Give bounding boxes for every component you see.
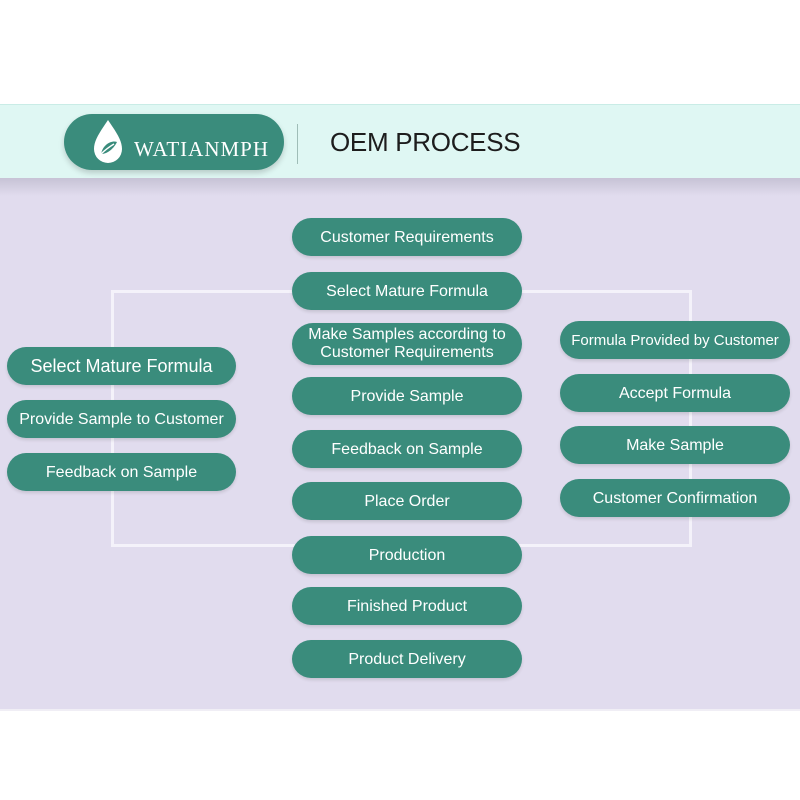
right-step-formula-provided-by-customer: Formula Provided by Customer: [560, 321, 790, 359]
step-make-samples: Make Samples according to Customer Requi…: [292, 323, 522, 365]
step-select-mature-formula: Select Mature Formula: [292, 272, 522, 310]
water-drop-leaf-icon: [94, 120, 122, 163]
left-step-feedback-on-sample: Feedback on Sample: [7, 453, 236, 491]
right-step-accept-formula: Accept Formula: [560, 374, 790, 412]
page-title: OEM PROCESS: [330, 127, 521, 157]
header-divider: [297, 124, 298, 164]
step-product-delivery: Product Delivery: [292, 640, 522, 678]
step-place-order: Place Order: [292, 482, 522, 520]
step-customer-requirements: Customer Requirements: [292, 218, 522, 256]
right-branch-connector: [518, 290, 692, 547]
step-finished-product: Finished Product: [292, 587, 522, 625]
right-step-customer-confirmation: Customer Confirmation: [560, 479, 790, 517]
left-step-select-mature-formula: Select Mature Formula: [7, 347, 236, 385]
bottom-edge: [0, 709, 800, 711]
step-feedback-on-sample: Feedback on Sample: [292, 430, 522, 468]
panel-shadow: [0, 178, 800, 196]
right-step-make-sample: Make Sample: [560, 426, 790, 464]
left-step-provide-sample-to-customer: Provide Sample to Customer: [7, 400, 236, 438]
step-production: Production: [292, 536, 522, 574]
step-provide-sample: Provide Sample: [292, 377, 522, 415]
brand-name: WATIANMPH: [134, 137, 269, 161]
